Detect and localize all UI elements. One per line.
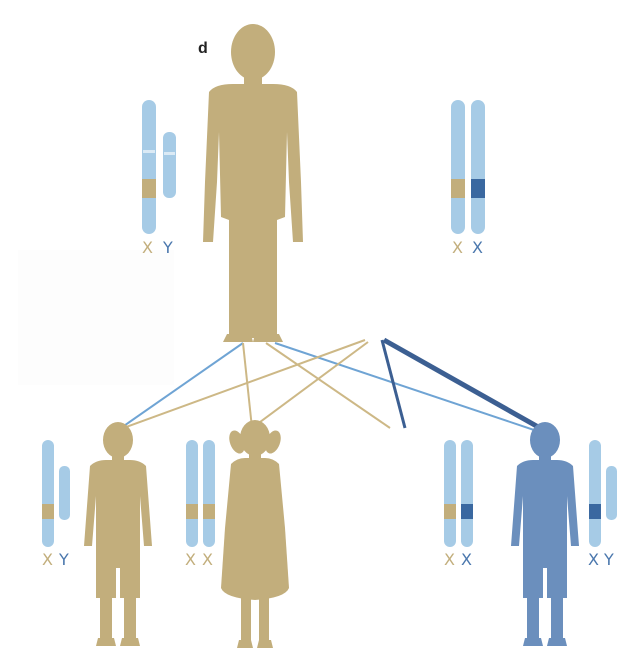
- father-figure: [203, 24, 303, 342]
- father-x-chromosome: [142, 100, 156, 234]
- daughter2-x2-label: X: [461, 550, 472, 569]
- line-mother-daughter2: [382, 340, 405, 428]
- line-father-daughter1: [243, 343, 252, 428]
- text-fragment: d: [198, 40, 208, 58]
- son1-y-label: Y: [58, 550, 69, 569]
- line-father-daughter2: [266, 343, 390, 428]
- father-y-chromosome: [163, 132, 176, 198]
- line-mother-son2: [384, 340, 540, 428]
- mother-x2-chromosome: [471, 100, 485, 234]
- father-x-label: X: [142, 238, 153, 257]
- mother-x1-chromosome: [451, 100, 465, 234]
- daughter1-chromosomes: X X: [185, 440, 215, 569]
- mother-chromosomes: X X: [451, 100, 485, 257]
- child-son-2: [511, 422, 579, 646]
- daughter1-x2-label: X: [202, 550, 213, 569]
- son1-chromosomes: X Y: [42, 440, 70, 569]
- mother-x1-label: X: [452, 238, 463, 257]
- daughter1-x1-label: X: [185, 550, 196, 569]
- son2-x-label: X: [588, 550, 599, 569]
- mother-x2-label: X: [472, 238, 483, 257]
- child-daughter-2: [368, 420, 436, 648]
- mother-figure: [333, 14, 417, 340]
- father-y-label: Y: [162, 238, 173, 257]
- inheritance-lines: [118, 340, 540, 432]
- daughter2-x1-label: X: [444, 550, 455, 569]
- son2-y-label: Y: [603, 550, 614, 569]
- father-chromosomes: X Y: [142, 100, 176, 257]
- son2-chromosomes: X Y: [588, 440, 617, 569]
- daughter2-chromosomes: X X: [444, 440, 473, 569]
- son1-x-label: X: [42, 550, 53, 569]
- background-panel: [18, 250, 174, 385]
- line-father-son2: [275, 343, 540, 432]
- child-son-1: [84, 422, 152, 646]
- child-daughter-1: [221, 420, 289, 648]
